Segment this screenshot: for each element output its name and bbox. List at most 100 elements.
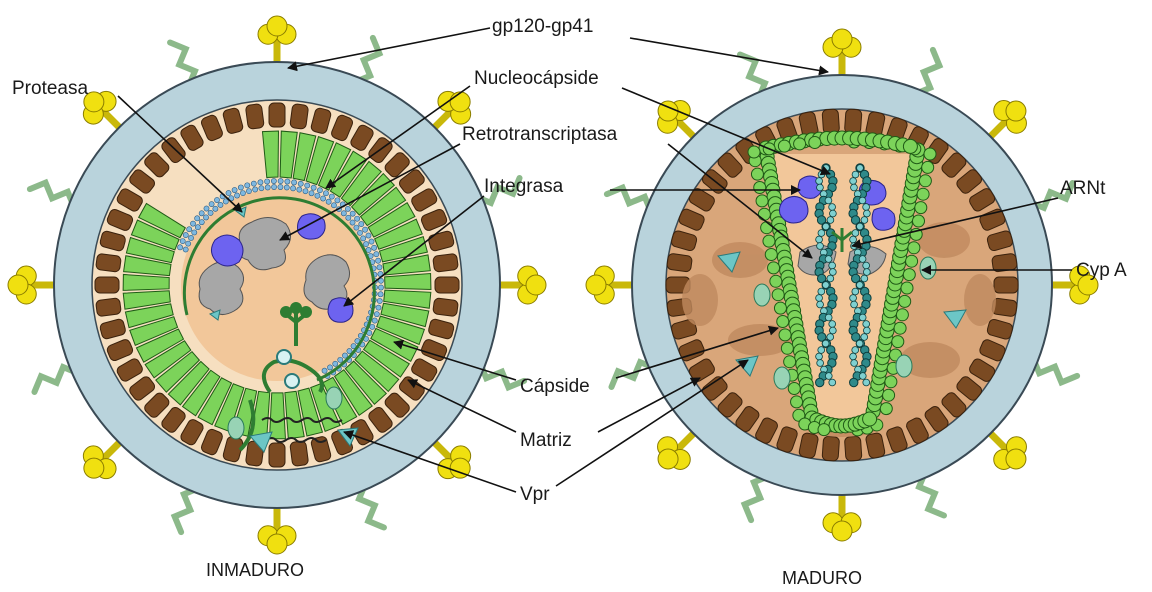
nucleocapsid-bead (265, 185, 270, 190)
mature-virion (586, 29, 1098, 541)
capsid-bead (770, 275, 782, 287)
gp120-lobe (84, 458, 104, 478)
matrix-protein (667, 253, 693, 272)
nucleocapsid-bead (232, 187, 237, 192)
capsid-bead (763, 235, 775, 247)
rna-bead (825, 197, 832, 204)
nucleocapsid-bead (240, 191, 245, 196)
nucleocapsid-bead (195, 216, 200, 221)
capsid-bead (903, 269, 915, 281)
capsid-bead (922, 161, 934, 173)
caption-mature: MADURO (782, 568, 862, 588)
capsid-bead (777, 316, 789, 328)
gp120-lobe (1006, 449, 1026, 469)
nucleocapsid-bead (376, 258, 381, 263)
rna-bead (829, 379, 836, 386)
nucleocapsid-bead (278, 184, 283, 189)
rna-bead (851, 301, 858, 308)
integrase-enzyme (211, 235, 243, 266)
nucleocapsid-bead (214, 197, 219, 202)
gp120-lobe (1006, 101, 1026, 121)
nucleocapsid-bead (284, 185, 289, 190)
label-nucleocapside: Nucleocápside (474, 68, 599, 89)
capsid-bead (751, 168, 763, 180)
capsid-bead (772, 289, 784, 301)
rna-bead (816, 236, 823, 243)
nucleocapsid-bead (378, 285, 383, 290)
rna-bead (863, 262, 870, 269)
rna-bead (825, 314, 832, 321)
capsid-bead (756, 195, 768, 207)
nucleocapsid-bead (362, 227, 367, 232)
matrix-protein (245, 104, 264, 130)
nucleocapsid-bead (238, 185, 243, 190)
rna-bead (863, 321, 870, 328)
rna-bead (817, 301, 824, 308)
matrix-protein (435, 277, 459, 293)
nucleocapsid-bead (333, 361, 338, 366)
label-retrotranscriptasa: Retrotranscriptasa (462, 124, 618, 145)
matrix-protein (433, 253, 459, 272)
gp120-lobe (658, 449, 678, 469)
rna-bead (850, 353, 857, 360)
nucleocapsid-bead (258, 180, 263, 185)
matrix-protein (269, 443, 285, 467)
capsid-bead (906, 255, 918, 267)
capsid-bead (765, 249, 777, 261)
nucleocapsid-bead (357, 230, 362, 235)
nc-ring (277, 350, 291, 364)
rna-bead (851, 184, 858, 191)
nucleocapsid-bead (265, 179, 270, 184)
rna-bead (863, 269, 870, 276)
nucleocapsid-bead (374, 252, 379, 257)
rna-bead (863, 204, 870, 211)
gp120-lobe (832, 521, 852, 541)
rna-bead (859, 373, 866, 380)
rna-bead (863, 210, 870, 217)
rna-bead (863, 379, 870, 386)
nucleocapsid-bead (246, 188, 251, 193)
nucleocapsid-bead (177, 245, 182, 250)
matrix-protein (269, 103, 285, 127)
capsid-bead (761, 222, 773, 234)
nucleocapsid-bead (208, 210, 213, 215)
nucleocapsid-bead (372, 318, 377, 323)
label-capside: Cápside (520, 376, 590, 397)
rna-bead (816, 378, 824, 386)
rna-bead (852, 230, 859, 237)
nucleocapsid-bead (234, 193, 239, 198)
gp120-lobe (526, 275, 546, 295)
nucleocapsid-bead (374, 312, 379, 317)
matrix-protein (96, 298, 122, 317)
capsid-bead (754, 182, 766, 194)
capsid-bead (818, 424, 830, 436)
capsid-bead (748, 146, 760, 158)
rna-bead (850, 378, 858, 386)
nucleocapsid-bead (329, 194, 334, 199)
cypa-protein (896, 355, 912, 377)
cypa-protein (754, 284, 770, 306)
rna-bead (829, 269, 836, 276)
nucleocapsid-bead (345, 206, 350, 211)
capsid-bead (894, 322, 906, 334)
nucleocapsid-bead (204, 206, 209, 211)
rna-bead (859, 197, 866, 204)
nc-ring (285, 374, 299, 388)
capsid-bead (778, 140, 790, 152)
integrase-enzyme (780, 196, 809, 223)
capsid-bead (908, 242, 920, 254)
nucleocapsid-bead (187, 227, 192, 232)
rna-bead (856, 223, 863, 230)
nucleocapsid-bead (323, 191, 328, 196)
rna-bead (829, 262, 836, 269)
nucleocapsid-bead (190, 221, 195, 226)
nucleocapsid-bead (363, 241, 368, 246)
nucleocapsid-bead (317, 188, 322, 193)
gp120-lobe (586, 275, 606, 295)
nucleocapsid-bead (199, 211, 204, 216)
gp120-lobe (450, 92, 470, 112)
rna-bead (829, 321, 836, 328)
nucleocapsid-bead (305, 183, 310, 188)
matrix-protein (96, 253, 122, 272)
capsid-bead (892, 336, 904, 348)
